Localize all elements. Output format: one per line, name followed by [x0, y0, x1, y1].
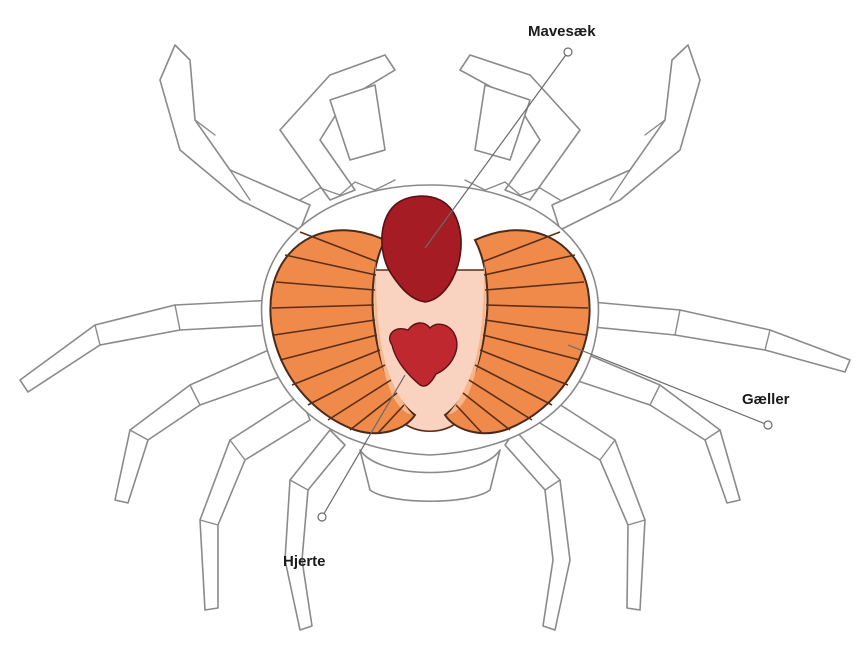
- label-stomach: Mavesæk: [528, 23, 596, 40]
- label-heart: Hjerte: [283, 553, 326, 570]
- label-gills: Gæller: [742, 391, 790, 408]
